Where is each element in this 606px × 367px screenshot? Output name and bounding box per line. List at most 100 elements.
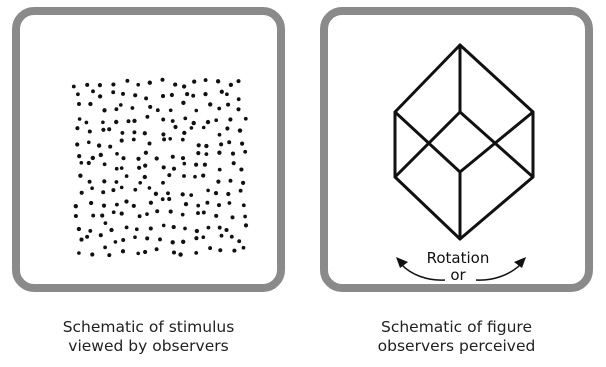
stimulus-dot bbox=[201, 235, 205, 239]
stimulus-dot bbox=[242, 203, 246, 207]
stimulus-dot bbox=[214, 191, 218, 195]
stimulus-dot bbox=[161, 132, 165, 136]
stimulus-dot bbox=[88, 229, 92, 233]
stimulus-dot bbox=[103, 162, 107, 166]
stimulus-dot bbox=[197, 143, 201, 147]
stimulus-dot bbox=[229, 83, 233, 87]
stimulus-dot bbox=[232, 249, 236, 253]
stimulus-dot bbox=[226, 192, 230, 196]
stimulus-dot bbox=[143, 164, 147, 168]
stimulus-dot bbox=[229, 179, 233, 183]
stimulus-dot bbox=[181, 213, 185, 217]
stimulus-dot bbox=[107, 127, 111, 131]
stimulus-dot bbox=[162, 137, 166, 141]
stimulus-dot bbox=[131, 106, 135, 110]
stimulus-caption-line-1: Schematic of stimulus bbox=[12, 318, 285, 337]
stimulus-dot bbox=[78, 117, 82, 121]
stimulus-dot bbox=[125, 79, 129, 83]
stimulus-dot bbox=[168, 137, 172, 141]
stimulus-dot bbox=[162, 165, 166, 169]
stimulus-dot bbox=[182, 84, 186, 88]
stimulus-dot bbox=[226, 103, 230, 107]
stimulus-dot bbox=[156, 108, 160, 112]
stimulus-dot bbox=[125, 174, 129, 178]
figure-caption: Schematic of figure observers perceived bbox=[320, 318, 593, 356]
stimulus-dot bbox=[181, 101, 185, 105]
stimulus-dot bbox=[120, 166, 124, 170]
stimulus-dot bbox=[220, 90, 224, 94]
dot-field bbox=[20, 15, 277, 284]
stimulus-dot bbox=[77, 227, 81, 231]
stimulus-dot bbox=[236, 79, 240, 83]
stimulus-dot bbox=[217, 107, 221, 111]
stimulus-dot bbox=[192, 79, 196, 83]
stimulus-dot bbox=[132, 204, 136, 208]
stimulus-dot bbox=[154, 192, 158, 196]
stimulus-dot bbox=[216, 79, 220, 83]
stimulus-dot bbox=[244, 117, 248, 121]
stimulus-dot bbox=[99, 153, 103, 157]
stimulus-dot bbox=[155, 247, 159, 251]
stimulus-dot bbox=[136, 83, 140, 87]
stimulus-dot bbox=[127, 119, 131, 123]
stimulus-dot bbox=[243, 215, 247, 219]
stimulus-dot bbox=[181, 156, 185, 160]
stimulus-dot bbox=[97, 143, 101, 147]
stimulus-dot bbox=[148, 105, 152, 109]
stimulus-dot bbox=[114, 240, 118, 244]
stimulus-dot bbox=[161, 94, 165, 98]
stimulus-dot bbox=[193, 175, 197, 179]
stimulus-dot bbox=[239, 167, 243, 171]
stimulus-dot bbox=[161, 118, 165, 122]
stimulus-caption: Schematic of stimulus viewed by observer… bbox=[12, 318, 285, 356]
stimulus-dot bbox=[162, 224, 166, 228]
stimulus-dot bbox=[182, 174, 186, 178]
stimulus-dot bbox=[137, 166, 141, 170]
stimulus-dot bbox=[120, 212, 124, 216]
stimulus-dot bbox=[104, 221, 108, 225]
stimulus-dot bbox=[237, 239, 241, 243]
stimulus-dot bbox=[205, 152, 209, 156]
stimulus-dot bbox=[191, 94, 195, 98]
stimulus-dot bbox=[91, 214, 95, 218]
stimulus-dot bbox=[228, 117, 232, 121]
stimulus-dot bbox=[102, 108, 106, 112]
stimulus-dot bbox=[238, 128, 242, 132]
stimulus-dot bbox=[121, 156, 125, 160]
stimulus-dot bbox=[100, 214, 104, 218]
stimulus-dot bbox=[181, 192, 185, 196]
stimulus-dot bbox=[208, 102, 212, 106]
stimulus-dot bbox=[145, 115, 149, 119]
stimulus-dot bbox=[194, 251, 198, 255]
stimulus-dot bbox=[173, 83, 177, 87]
stimulus-dot bbox=[143, 131, 147, 135]
stimulus-dot bbox=[243, 150, 247, 154]
figure-drawing: Rotation or bbox=[328, 15, 585, 284]
stimulus-dot bbox=[75, 126, 79, 130]
stimulus-dot bbox=[77, 154, 81, 158]
stimulus-dot bbox=[218, 226, 222, 230]
stimulus-dot bbox=[220, 234, 224, 238]
stimulus-dot bbox=[102, 179, 106, 183]
stimulus-dot bbox=[91, 89, 95, 93]
stimulus-dot bbox=[242, 246, 246, 250]
stimulus-dot bbox=[74, 214, 78, 218]
stimulus-dot bbox=[120, 139, 124, 143]
stimulus-dot bbox=[145, 212, 149, 216]
stimulus-dot bbox=[72, 85, 76, 89]
stimulus-dot bbox=[169, 108, 173, 112]
stimulus-dot bbox=[219, 142, 223, 146]
stimulus-dot bbox=[161, 181, 165, 185]
stimulus-dot bbox=[232, 161, 236, 165]
stimulus-dot bbox=[85, 83, 89, 87]
stimulus-dot bbox=[225, 126, 229, 130]
stimulus-dot bbox=[115, 152, 119, 156]
stimulus-dot bbox=[125, 226, 129, 230]
stimulus-dot bbox=[144, 151, 148, 155]
stimulus-dot bbox=[196, 151, 200, 155]
stimulus-dot bbox=[88, 130, 92, 134]
stimulus-dot bbox=[109, 228, 113, 232]
stimulus-dot bbox=[77, 102, 81, 106]
stimulus-dot bbox=[133, 188, 137, 192]
stimulus-dot bbox=[155, 209, 159, 213]
